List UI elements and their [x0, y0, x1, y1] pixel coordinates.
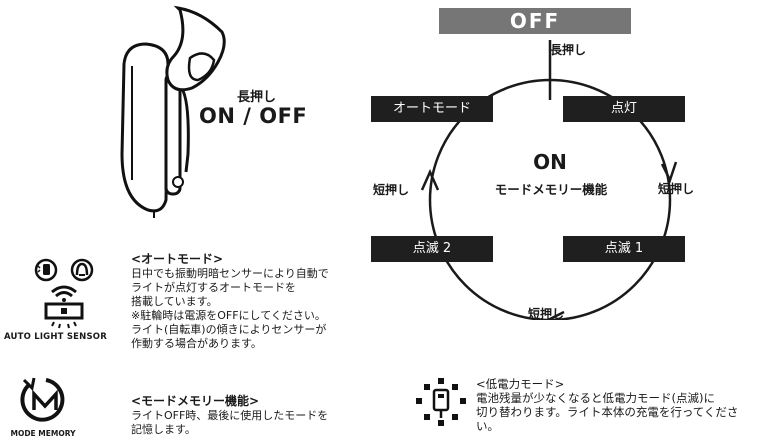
bike-light-device-illustration: [120, 5, 226, 218]
mode-memory-icon: [20, 377, 65, 422]
auto-mode-line: 作動する場合があります。: [131, 337, 262, 350]
short-press-right-label: 短押し: [658, 182, 695, 196]
cycle-circle: [428, 78, 672, 320]
long-press-label: 長押し: [237, 90, 277, 105]
low-power-text-block: <低電力モード> 電池残量が少なくなると低電力モード(点滅)に 切り替わります。…: [476, 377, 761, 433]
auto-mode-line: 日中でも振動明暗センサーにより自動で: [131, 267, 329, 280]
mode-memory-text-block: <モードメモリー機能> ライトOFF時、最後に使用したモードを 記憶します。: [131, 392, 371, 437]
auto-mode-line: ライト(自転車)の傾きによりセンサーが: [131, 323, 327, 336]
low-battery-usb-icon: [416, 378, 466, 426]
auto-mode-text-block: <オートモード> 日中でも振動明暗センサーにより自動で ライトが点灯するオートモ…: [131, 250, 371, 351]
long-press-to-on-label: 長押し: [550, 43, 587, 57]
low-power-line: 電池残量が少なくなると低電力モード(点滅)に: [476, 391, 715, 405]
auto-mode-line: ライトが点灯するオートモードを: [131, 281, 296, 294]
low-power-title: <低電力モード>: [476, 377, 565, 391]
mode-box-auto: オートモード: [371, 96, 493, 122]
auto-mode-line: 搭載しています。: [131, 295, 218, 308]
short-press-bottom-label: 短押し: [528, 307, 565, 321]
auto-mode-title: <オートモード>: [131, 252, 224, 266]
mode-box-on: 点灯: [563, 96, 685, 122]
center-on-label: ON: [533, 150, 567, 174]
mode-cycle-diagram: [420, 40, 678, 320]
arrow-bottom-icon: [545, 310, 565, 320]
short-press-left-label: 短押し: [373, 183, 410, 197]
on-off-label: ON / OFF: [199, 104, 308, 128]
mode-box-blink1: 点滅 1: [563, 236, 685, 262]
mode-memory-line: 記憶します。: [131, 423, 196, 436]
mode-box-blink2: 点滅 2: [371, 236, 493, 262]
arrow-right-icon: [660, 161, 678, 184]
arrow-left-icon: [420, 168, 440, 191]
center-mode-memory-label: モードメモリー機能: [494, 182, 608, 197]
mode-memory-title: <モードメモリー機能>: [131, 394, 260, 408]
auto-light-sensor-caption: AUTO LIGHT SENSOR: [4, 332, 107, 342]
auto-light-sensor-icon: [34, 258, 94, 329]
auto-mode-line: ※駐輪時は電源をOFFにしてください。: [131, 309, 326, 322]
off-banner: OFF: [439, 8, 631, 34]
low-power-line: 切り替わります。ライト本体の充電を行ってください。: [476, 405, 739, 433]
mode-memory-caption: MODE MEMORY: [10, 429, 76, 438]
mode-memory-line: ライトOFF時、最後に使用したモードを: [131, 409, 329, 422]
